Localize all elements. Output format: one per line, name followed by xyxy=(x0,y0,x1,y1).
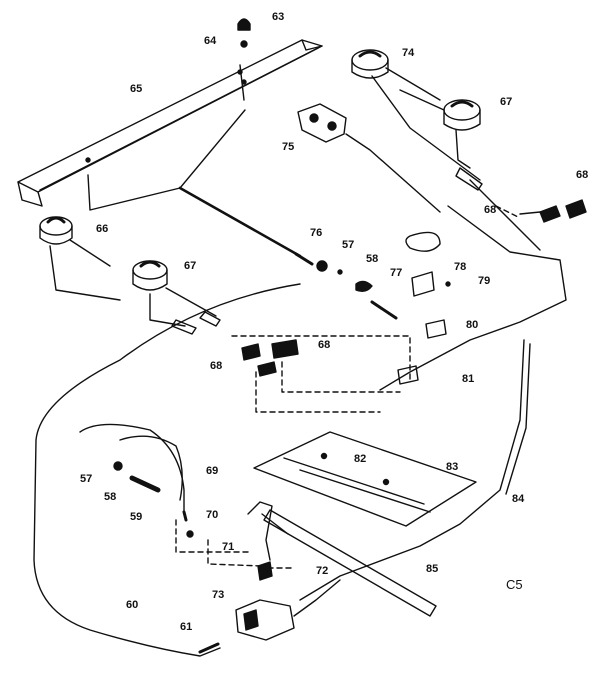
wiring-69 xyxy=(79,423,188,522)
burner-66 xyxy=(39,216,121,301)
burner-support-bracket xyxy=(17,39,323,258)
burner-74 xyxy=(351,49,483,191)
part-label: 57 xyxy=(342,239,355,251)
part-label: 72 xyxy=(316,565,329,577)
part-label: 67 xyxy=(500,96,513,108)
part-label: 68 xyxy=(210,360,223,372)
part-label: 58 xyxy=(104,491,117,503)
part-label: 58 xyxy=(366,253,379,265)
part-label: 60 xyxy=(126,599,139,611)
manifold-parts xyxy=(294,231,451,320)
part-label: 67 xyxy=(184,260,197,272)
bracket-85 xyxy=(261,509,437,617)
knob-63 xyxy=(237,18,251,48)
part-label: 57 xyxy=(80,473,93,485)
part-label: 59 xyxy=(130,511,143,523)
part-label: 65 xyxy=(130,83,143,95)
part-label: 63 xyxy=(272,11,285,23)
part-label: 68 xyxy=(576,169,589,181)
part-label: 78 xyxy=(454,261,467,273)
part-label: 75 xyxy=(282,141,295,153)
wire-60 xyxy=(33,283,301,657)
part-label: 73 xyxy=(212,589,225,601)
part-label: 61 xyxy=(180,621,193,633)
part-label: 82 xyxy=(354,453,367,465)
part-label: 68 xyxy=(318,339,331,351)
part-label: 85 xyxy=(426,563,439,575)
heat-shield-83 xyxy=(253,431,477,527)
spark-module xyxy=(186,501,341,641)
part-label: 77 xyxy=(390,267,403,279)
part-label: 74 xyxy=(402,47,415,59)
part-label: 81 xyxy=(462,373,475,385)
part-label: 66 xyxy=(96,223,109,235)
part-label: 79 xyxy=(478,275,491,287)
part-label: 80 xyxy=(466,319,479,331)
dashed-connections xyxy=(175,205,521,569)
part-label: 64 xyxy=(204,35,217,47)
part-label: 76 xyxy=(310,227,323,239)
fitting-68-right xyxy=(519,199,587,223)
burner-67-left xyxy=(132,260,221,335)
fitting-68-left xyxy=(241,339,299,377)
part-label: 84 xyxy=(512,493,525,505)
valve-75 xyxy=(297,103,441,213)
part-label: 69 xyxy=(206,465,219,477)
burner-67-upper xyxy=(399,89,481,169)
part-label: 68 xyxy=(484,204,497,216)
part-label: 71 xyxy=(222,541,235,553)
part-label: 70 xyxy=(206,509,219,521)
part-label: 83 xyxy=(446,461,459,473)
wiring-84 xyxy=(299,339,531,601)
diagram-code: C5 xyxy=(506,577,523,592)
